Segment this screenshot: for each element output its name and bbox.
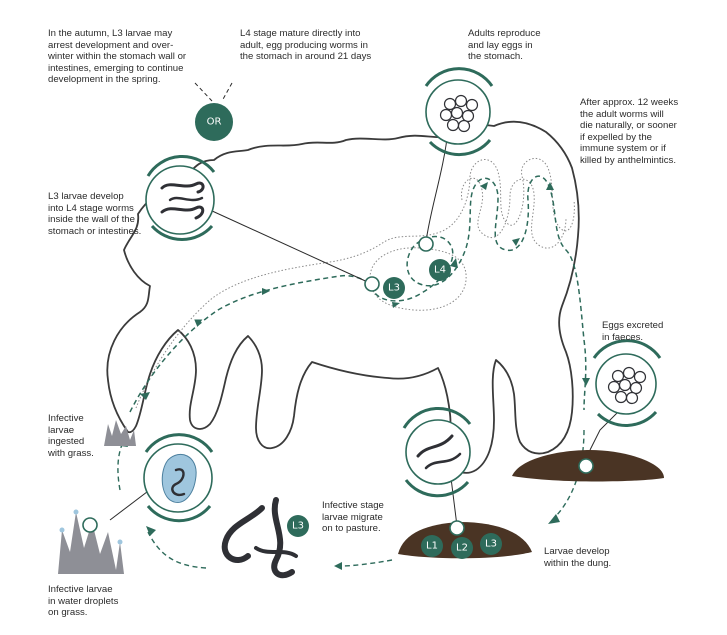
junction-dung — [449, 520, 465, 536]
worm-icon — [168, 196, 204, 202]
worm-icon — [160, 181, 205, 194]
egg-cluster-icon — [607, 366, 647, 405]
dung-l2-badge: L2 — [451, 537, 473, 559]
l3-body-label: L3 — [388, 283, 400, 294]
worm-icon — [254, 546, 298, 558]
worm-icon — [424, 452, 462, 470]
digestive-tract — [135, 157, 575, 409]
annotation-eggs-excreted: Eggs excreted in faeces. — [602, 320, 664, 343]
flow-to-pasture — [339, 559, 393, 567]
water-droplet-icon — [161, 454, 197, 503]
l3-body-badge: L3 — [383, 277, 405, 299]
sheep-outline — [106, 120, 580, 474]
flow-droplets-to-grass — [117, 439, 125, 491]
junction-points — [82, 236, 594, 536]
annotation-after-12-weeks: After approx. 12 weeks the adult worms w… — [580, 97, 679, 166]
l3-pasture-badge: L3 — [287, 515, 309, 537]
junction-l3-body — [364, 276, 380, 292]
l3-pasture-label: L3 — [292, 521, 304, 532]
annotation-l3-develop: L3 larvae develop into L4 stage worms in… — [48, 191, 142, 237]
larvae-dung-inset — [402, 406, 472, 498]
annotation-adults: Adults reproduce and lay eggs in the sto… — [468, 28, 541, 63]
junction-stomach — [418, 236, 434, 252]
l3-worms-inset — [145, 154, 216, 241]
dung-l1-label: L1 — [426, 541, 438, 552]
or-badge: OR — [195, 103, 233, 141]
dung-l2-label: L2 — [456, 543, 468, 554]
water-droplet-inset — [143, 433, 214, 523]
worm-icon — [221, 505, 265, 563]
worm-icon — [271, 497, 295, 579]
eggs-stomach-inset — [424, 67, 494, 157]
l4-body-label: L4 — [434, 265, 446, 276]
annotation-within-dung: Larvae develop within the dung. — [544, 546, 612, 569]
grass-tuft-ingested — [104, 420, 136, 446]
dung-l3-label: L3 — [485, 539, 497, 550]
worm-icon — [160, 205, 205, 220]
pasture-larvae — [221, 497, 298, 579]
junction-droplets — [82, 517, 98, 533]
flow-dung-to-larvae — [553, 429, 585, 519]
annotation-water-droplets: Infective larvae in water droplets on gr… — [48, 584, 119, 619]
junction-faeces — [578, 458, 594, 474]
or-badge-label: OR — [207, 117, 222, 128]
flow-arrows — [140, 182, 590, 400]
eggs-faeces-inset — [592, 339, 662, 427]
worm-icon — [416, 434, 454, 458]
l4-body-badge: L4 — [429, 259, 451, 281]
annotation-migrate: Infective stage larvae migrate on to pas… — [322, 500, 384, 535]
intestine-loops — [461, 177, 567, 249]
dung-l1-badge: L1 — [421, 535, 443, 557]
flow-pasture-to-droplets — [147, 531, 207, 569]
dung-l3-badge: L3 — [480, 533, 502, 555]
annotation-l4-mature: L4 stage mature directly into adult, egg… — [240, 28, 372, 63]
internal-flow-path — [129, 175, 587, 413]
egg-cluster-icon — [439, 94, 479, 133]
worm-icon — [171, 468, 186, 497]
annotation-ingested: Infective larvae ingested with grass. — [48, 413, 94, 459]
annotation-autumn: In the autumn, L3 larvae may arrest deve… — [48, 28, 187, 86]
